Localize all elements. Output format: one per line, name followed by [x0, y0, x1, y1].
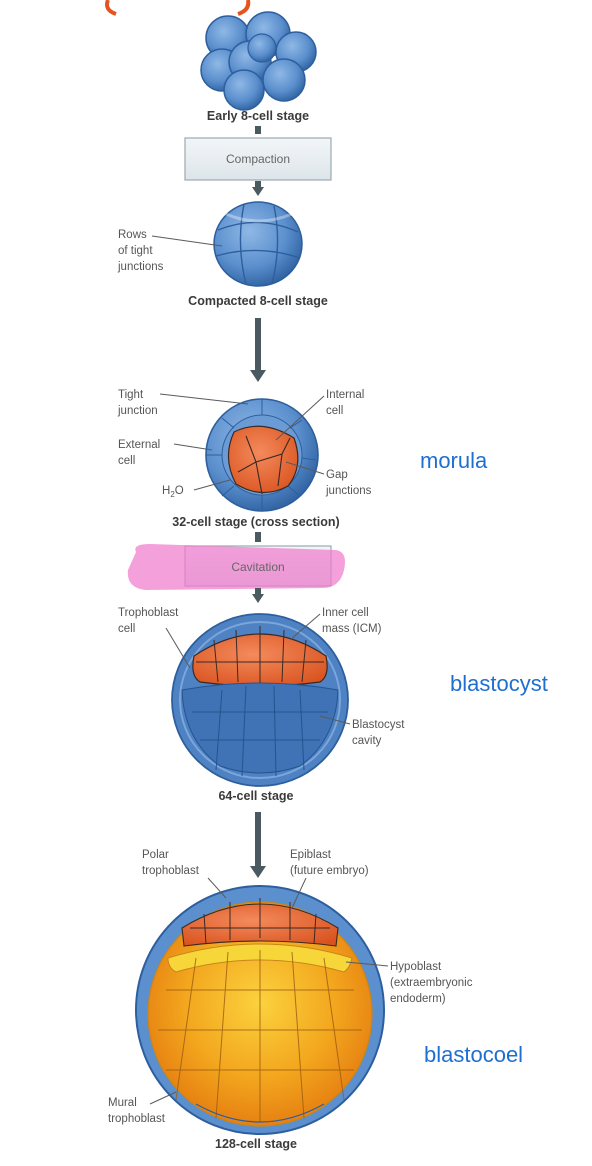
32-cell-embryo — [205, 398, 319, 512]
gap-junctions-label: Gap junctions — [285, 461, 372, 497]
polar-trophoblast-label: Polar trophoblast — [142, 849, 227, 899]
tight-junction-label: Tight junction — [117, 389, 249, 417]
external-cell-label: External cell — [118, 439, 213, 467]
svg-text:cell: cell — [118, 455, 135, 467]
svg-text:Gap: Gap — [326, 469, 348, 481]
stage-label-64-cell: 64-cell stage — [218, 789, 293, 803]
svg-text:Epiblast: Epiblast — [290, 849, 332, 861]
blastocyst-annotation: blastocyst — [450, 671, 548, 696]
early-8-cell-embryo — [200, 11, 317, 111]
svg-text:Rows: Rows — [118, 229, 147, 241]
svg-text:Trophoblast: Trophoblast — [118, 607, 179, 619]
inner-cell-mass-label: Inner cell mass (ICM) — [289, 607, 382, 641]
arrow-to-32-cell — [250, 318, 266, 382]
cavitation-label: Cavitation — [231, 560, 284, 574]
arrow-to-compacted — [252, 181, 264, 196]
stage-label-128-cell: 128-cell stage — [215, 1137, 297, 1151]
svg-text:Hypoblast: Hypoblast — [390, 961, 442, 973]
compaction-box: Compaction — [184, 137, 332, 181]
svg-text:H2O: H2O — [162, 485, 184, 499]
svg-text:cell: cell — [326, 405, 343, 417]
stage-label-early-8-cell: Early 8-cell stage — [207, 109, 309, 123]
red-arc-mark-right — [237, 0, 251, 16]
blastocyst-cavity-label: Blastocyst cavity — [319, 715, 405, 747]
svg-text:Internal: Internal — [326, 389, 364, 401]
svg-text:cell: cell — [118, 623, 135, 635]
internal-cell-label: Internal cell — [275, 389, 364, 441]
svg-text:junctions: junctions — [117, 261, 164, 273]
arrow-to-128-cell — [250, 812, 266, 878]
svg-text:(extraembryonic: (extraembryonic — [390, 977, 473, 989]
pink-highlight — [127, 544, 346, 590]
svg-text:junction: junction — [117, 405, 158, 417]
svg-text:endoderm): endoderm) — [390, 993, 446, 1005]
svg-text:junctions: junctions — [325, 485, 372, 497]
arrow-to-64-cell — [252, 588, 264, 603]
stage-label-32-cell: 32-cell stage (cross section) — [172, 515, 339, 529]
morula-annotation: morula — [420, 448, 488, 473]
cavitation-box: Cavitation — [127, 544, 346, 590]
svg-text:cavity: cavity — [352, 735, 382, 747]
hypoblast-label: Hypoblast (extraembryonic endoderm) — [345, 961, 473, 1005]
svg-text:(future embryo): (future embryo) — [290, 865, 369, 877]
compacted-8-cell-embryo — [213, 201, 303, 287]
rows-tight-junctions-label: Rows of tight junctions — [117, 229, 223, 273]
svg-text:trophoblast: trophoblast — [108, 1113, 166, 1125]
svg-text:Mural: Mural — [108, 1097, 137, 1109]
svg-text:mass (ICM): mass (ICM) — [322, 623, 382, 635]
svg-text:Polar: Polar — [142, 849, 169, 861]
red-arc-mark — [105, 0, 117, 16]
epiblast-label: Epiblast (future embryo) — [290, 849, 369, 909]
64-cell-blastocyst — [171, 613, 349, 787]
trophoblast-cell-label: Trophoblast cell — [118, 607, 191, 669]
svg-text:Blastocyst: Blastocyst — [352, 719, 405, 731]
svg-text:Inner cell: Inner cell — [322, 607, 369, 619]
svg-text:External: External — [118, 439, 160, 451]
svg-text:of tight: of tight — [118, 245, 153, 257]
water-label: H2O — [162, 479, 231, 499]
compaction-label: Compaction — [226, 152, 290, 166]
stage-label-compacted-8-cell: Compacted 8-cell stage — [188, 294, 328, 308]
mural-trophoblast-label: Mural trophoblast — [108, 1091, 177, 1125]
svg-text:Tight: Tight — [118, 389, 144, 401]
svg-text:trophoblast: trophoblast — [142, 865, 200, 877]
128-cell-blastocyst — [135, 885, 385, 1135]
blastocoel-annotation: blastocoel — [424, 1042, 523, 1067]
